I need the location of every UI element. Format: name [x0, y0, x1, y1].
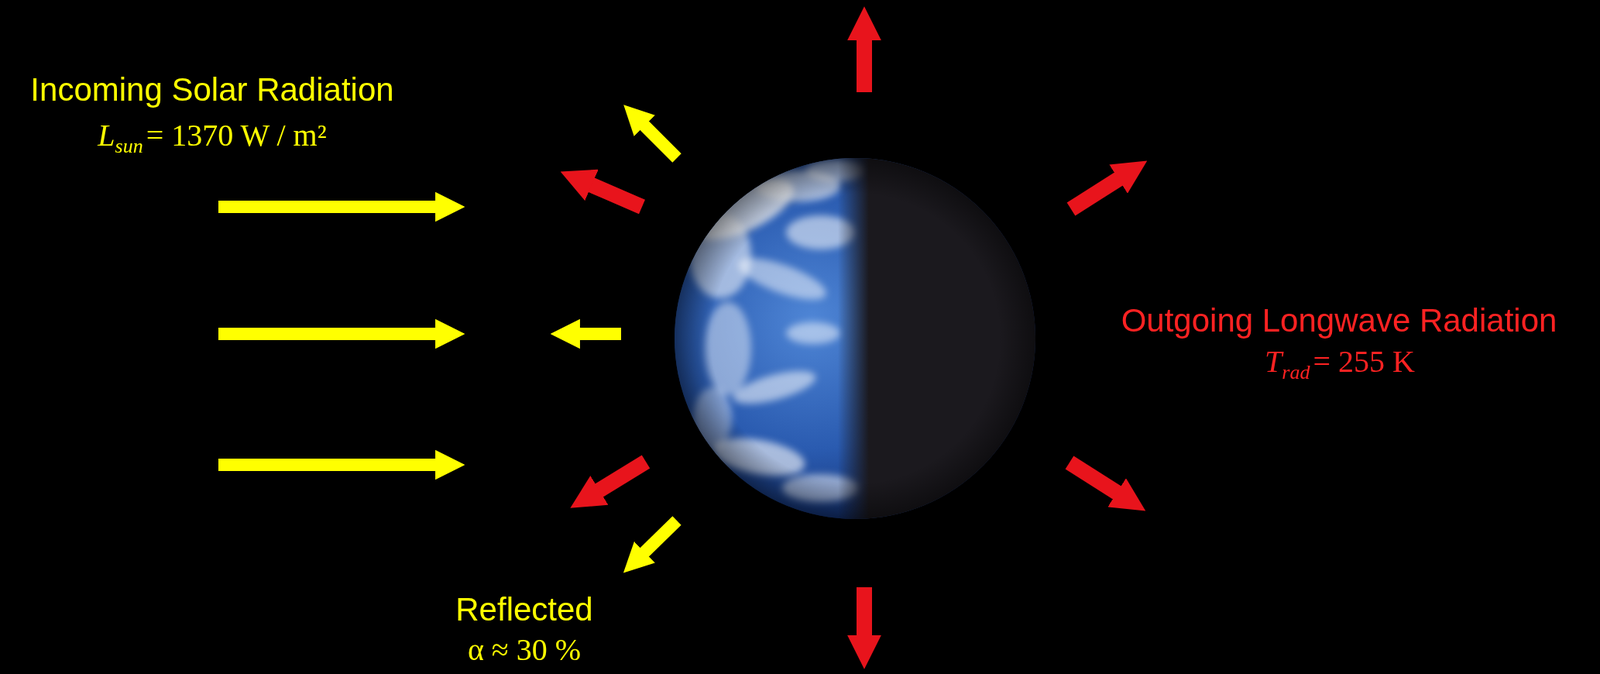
value-text: = 255 K: [1309, 343, 1415, 379]
incoming-heading: Incoming Solar Radiation: [30, 71, 394, 109]
longwave-arrows: [590, 38, 1120, 637]
solar-constant: Lsun= 1370 W / m²: [97, 117, 327, 158]
earth: [666, 147, 1054, 535]
symbol-text: T: [1264, 343, 1282, 379]
incoming-arrows: [218, 206, 437, 465]
label-text: Incoming Solar Radiation: [30, 71, 394, 108]
albedo-value: α ≈ 30 %: [467, 631, 581, 668]
radiating-temperature: Trad= 255 K: [1264, 343, 1415, 385]
reflected-heading: Reflected: [455, 590, 593, 629]
reflected-arrows: [578, 124, 677, 553]
value-text: = 1370 W / m²: [143, 117, 327, 153]
outgoing-heading: Outgoing Longwave Radiation: [1121, 302, 1558, 340]
label-text: Outgoing Longwave Radiation: [1121, 302, 1558, 339]
label-text: α ≈ 30 %: [467, 631, 581, 667]
symbol-text: L: [97, 117, 115, 153]
label-text: Reflected: [455, 590, 593, 628]
subscript-text: rad: [1281, 360, 1310, 384]
subscript-text: sun: [115, 134, 144, 158]
